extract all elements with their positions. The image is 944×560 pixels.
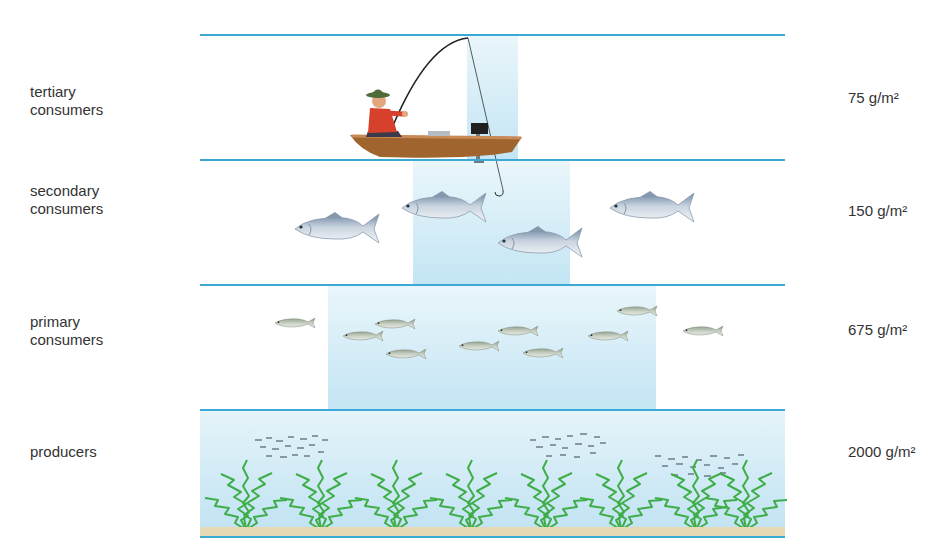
- water-plant: [705, 460, 787, 528]
- divider-line: [200, 409, 785, 411]
- water-plant: [205, 460, 287, 528]
- small-fish: [375, 319, 415, 329]
- big-fish: [402, 191, 486, 222]
- level-name: producers: [30, 443, 130, 461]
- fisherman-in-boat: [350, 38, 522, 196]
- water-plant: [655, 460, 737, 528]
- divider-line: [200, 536, 785, 538]
- producer-band: [200, 410, 785, 537]
- big-fish: [498, 226, 582, 257]
- biomass-value: 2000 g/m²: [848, 443, 940, 461]
- level-name: tertiary consumers: [30, 83, 130, 119]
- trophic-level-band: tertiary consumers 75 g/m²: [0, 35, 944, 160]
- biomass-value: 150 g/m²: [848, 202, 940, 220]
- water-plant: [430, 460, 512, 528]
- small-fish: [343, 331, 383, 341]
- water-plant: [580, 460, 662, 528]
- fishing-line: [468, 38, 503, 190]
- biomass-bar: [413, 160, 570, 285]
- small-fish: [459, 341, 499, 351]
- trophic-level-band: secondary consumers 150 g/m²: [0, 160, 944, 285]
- small-fish: [523, 348, 563, 358]
- fisherman-hat-crown: [371, 90, 385, 96]
- boat-hull: [350, 135, 522, 158]
- divider-line: [200, 284, 785, 286]
- small-fish: [683, 326, 723, 336]
- small-fish: [386, 349, 426, 359]
- water-plant: [505, 460, 587, 528]
- divider-line: [200, 34, 785, 36]
- biomass-bar: [328, 285, 656, 410]
- big-fish: [295, 212, 379, 243]
- sand-bed: [200, 527, 785, 536]
- biomass-value: 75 g/m²: [848, 89, 940, 107]
- small-fish: [275, 318, 315, 328]
- fishing-rod: [392, 38, 468, 128]
- tiny-fish-school: [255, 434, 744, 476]
- trophic-level-band: primary consumers 675 g/m²: [0, 285, 944, 410]
- biomass-value: 675 g/m²: [848, 321, 940, 339]
- small-fish: [498, 326, 538, 336]
- level-name: secondary consumers: [30, 182, 130, 218]
- level-name: primary consumers: [30, 313, 130, 349]
- level-dividers: [200, 35, 785, 537]
- small-fish: [617, 306, 657, 316]
- tackle-box: [428, 131, 450, 136]
- water-plant: [280, 460, 362, 528]
- small-fish: [588, 331, 628, 341]
- water-plant: [355, 460, 437, 528]
- fish-hook: [495, 190, 503, 196]
- fisherman-hand: [402, 111, 408, 117]
- outboard-motor: [471, 123, 488, 134]
- trophic-level-band: producers 2000 g/m²: [0, 410, 944, 537]
- big-fish: [610, 191, 694, 222]
- divider-line: [200, 159, 785, 161]
- fisherman-arm: [386, 113, 403, 114]
